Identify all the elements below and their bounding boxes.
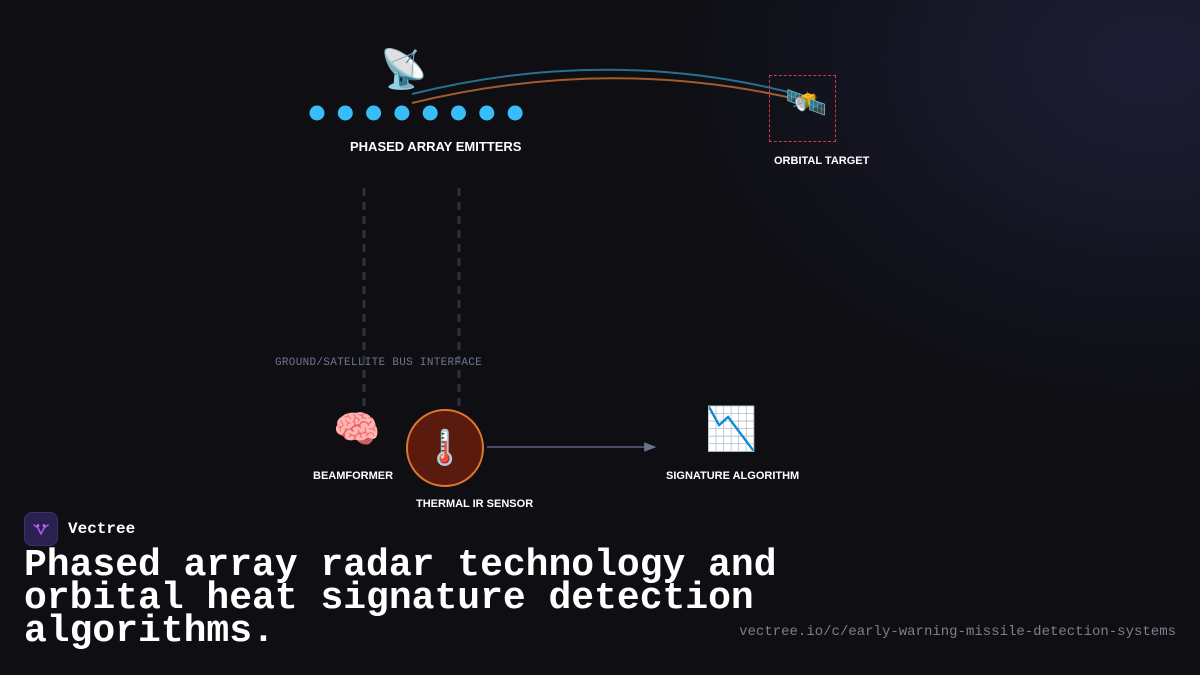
thermometer-icon: 🌡️ (423, 428, 467, 468)
target-frame (769, 75, 836, 142)
emitter-dot (507, 105, 523, 121)
emitter-dots (309, 105, 523, 121)
page-title: Phased array radar technology and orbita… (24, 544, 777, 653)
beamformer-label: BEAMFORMER (313, 470, 394, 482)
emitter-dot (422, 105, 438, 121)
chart-decreasing-icon: 📉 (705, 404, 758, 453)
algorithm-label: SIGNATURE ALGORITHM (666, 470, 800, 482)
brand-name: Vectree (68, 520, 136, 538)
emitter-dot (309, 105, 325, 121)
emitter-dot (366, 105, 382, 121)
vectree-logo-icon (24, 512, 58, 546)
brand[interactable]: Vectree (24, 512, 135, 546)
target-label: ORBITAL TARGET (774, 155, 870, 167)
bus-interface-label: GROUND/SATELLITE BUS INTERFACE (275, 357, 483, 369)
emitter-dot (337, 105, 353, 121)
emitter-dot (451, 105, 466, 121)
thermal-sensor-node: 🌡️ (406, 409, 484, 487)
emitter-dot (479, 105, 495, 121)
thermal-sensor-label: THERMAL IR SENSOR (416, 498, 534, 510)
beam-arc-orange (411, 77, 801, 104)
emitters-label: PHASED ARRAY EMITTERS (350, 139, 522, 154)
brain-icon: 🧠 (333, 407, 381, 451)
emitter-dot (394, 105, 410, 121)
satellite-antenna-icon: 📡 (380, 47, 428, 91)
satellite-icon: 🛰️ (785, 83, 828, 123)
source-url[interactable]: vectree.io/c/early-warning-missile-detec… (739, 624, 1176, 640)
beam-arc-cyan (411, 68, 801, 96)
